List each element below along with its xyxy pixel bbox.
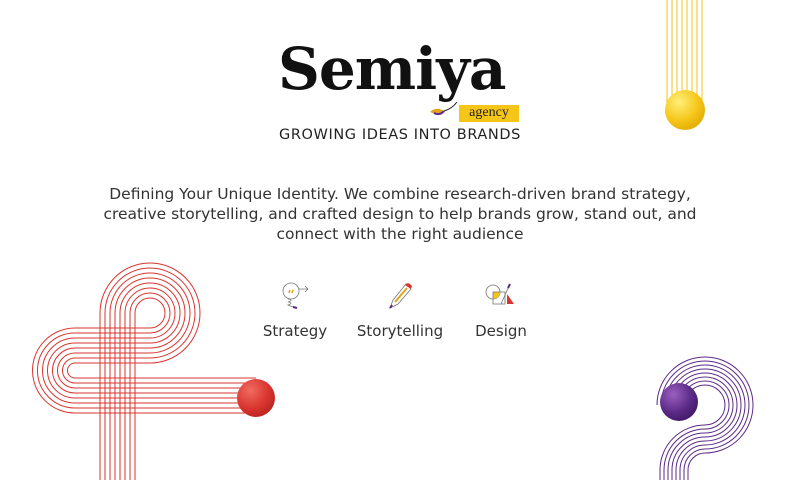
red-line: [52, 277, 256, 480]
purple-line-loop: [656, 356, 754, 480]
purple-line: [656, 356, 754, 480]
shapes-icon: [485, 283, 514, 305]
red-line: [32, 297, 256, 480]
purple-line: [668, 368, 742, 480]
feature-design[interactable]: Design: [446, 280, 556, 340]
purple-line: [671, 372, 738, 480]
brand-logo[interactable]: Semiya agency: [278, 40, 523, 124]
purple-line: [664, 364, 746, 480]
feature-label: Strategy: [262, 322, 328, 340]
red-line: [47, 282, 256, 480]
purple-line: [663, 380, 730, 480]
tagline: GROWING IDEAS INTO BRANDS: [279, 127, 521, 143]
red-line-loop: [32, 262, 256, 480]
feature-strategy[interactable]: Strategy: [240, 280, 350, 340]
red-ball: [237, 379, 275, 417]
red-line: [57, 272, 256, 480]
yellow-ball: [665, 90, 705, 130]
purple-line: [667, 376, 734, 480]
feature-label: Storytelling: [356, 322, 444, 340]
brand-name: Semiya: [278, 35, 506, 103]
pencil-icon: [389, 283, 412, 309]
red-line: [42, 287, 256, 480]
hero-description: Defining Your Unique Identity. We combin…: [103, 185, 697, 243]
feature-storytelling[interactable]: Storytelling: [345, 280, 455, 340]
purple-ball: [660, 383, 698, 421]
red-line: [62, 267, 256, 480]
feature-label: Design: [475, 322, 527, 340]
purple-line: [659, 384, 726, 480]
purple-line: [660, 360, 750, 480]
yellow-lines: [666, 0, 703, 105]
lightbulb-icon: [282, 282, 309, 309]
brand-suffix: agency: [459, 105, 519, 122]
red-line: [67, 262, 256, 480]
red-line: [37, 292, 256, 480]
leaf-icon: [430, 102, 458, 116]
